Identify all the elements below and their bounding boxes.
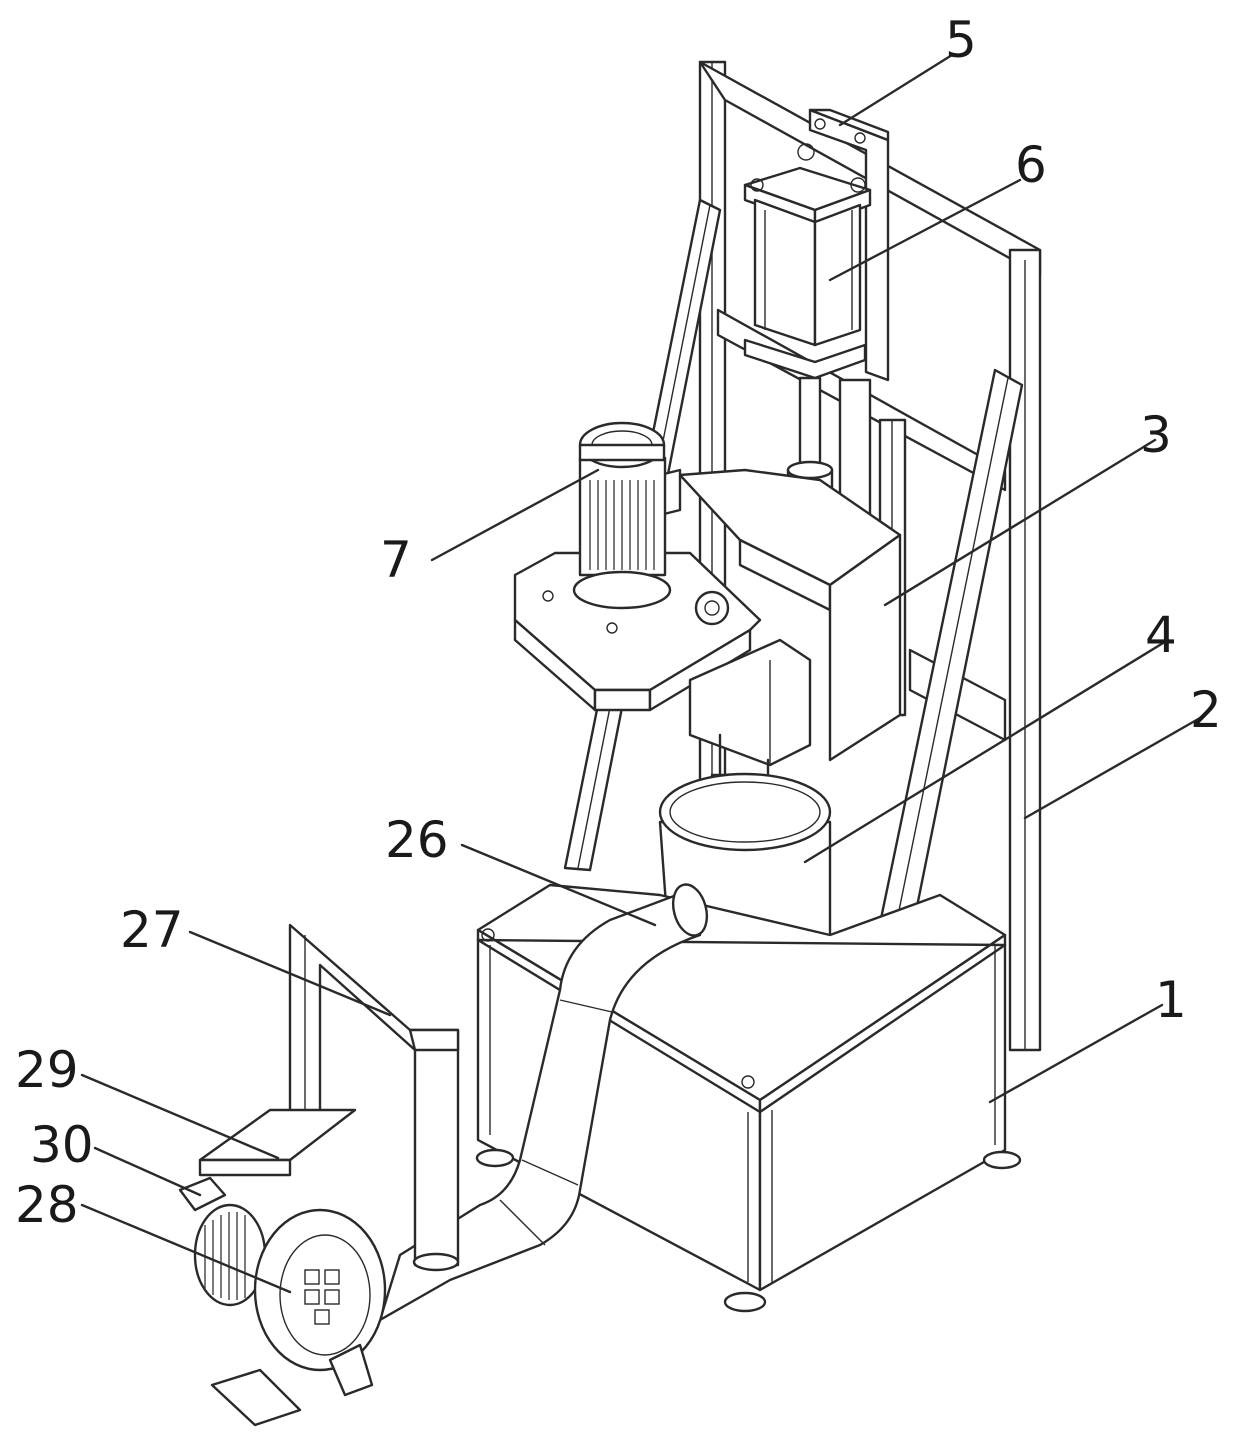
leader-lines <box>80 53 1202 1294</box>
blower <box>193 1203 387 1427</box>
callout-6: 6 <box>1015 136 1047 194</box>
callout-30: 30 <box>30 1116 94 1174</box>
callout-5: 5 <box>945 11 977 69</box>
callout-7: 7 <box>380 531 412 589</box>
mount-plate <box>808 108 890 382</box>
callout-29: 29 <box>15 1041 79 1099</box>
callout-26: 26 <box>385 811 449 869</box>
callout-28: 28 <box>15 1176 79 1234</box>
intake-stack <box>178 923 460 1272</box>
callout-1: 1 <box>1155 971 1187 1029</box>
duct-pipe <box>378 883 709 1322</box>
lift-arm <box>638 468 902 762</box>
callout-3: 3 <box>1140 406 1172 464</box>
callout-27: 27 <box>120 901 184 959</box>
callout-4: 4 <box>1145 606 1177 664</box>
callout-2: 2 <box>1190 681 1222 739</box>
